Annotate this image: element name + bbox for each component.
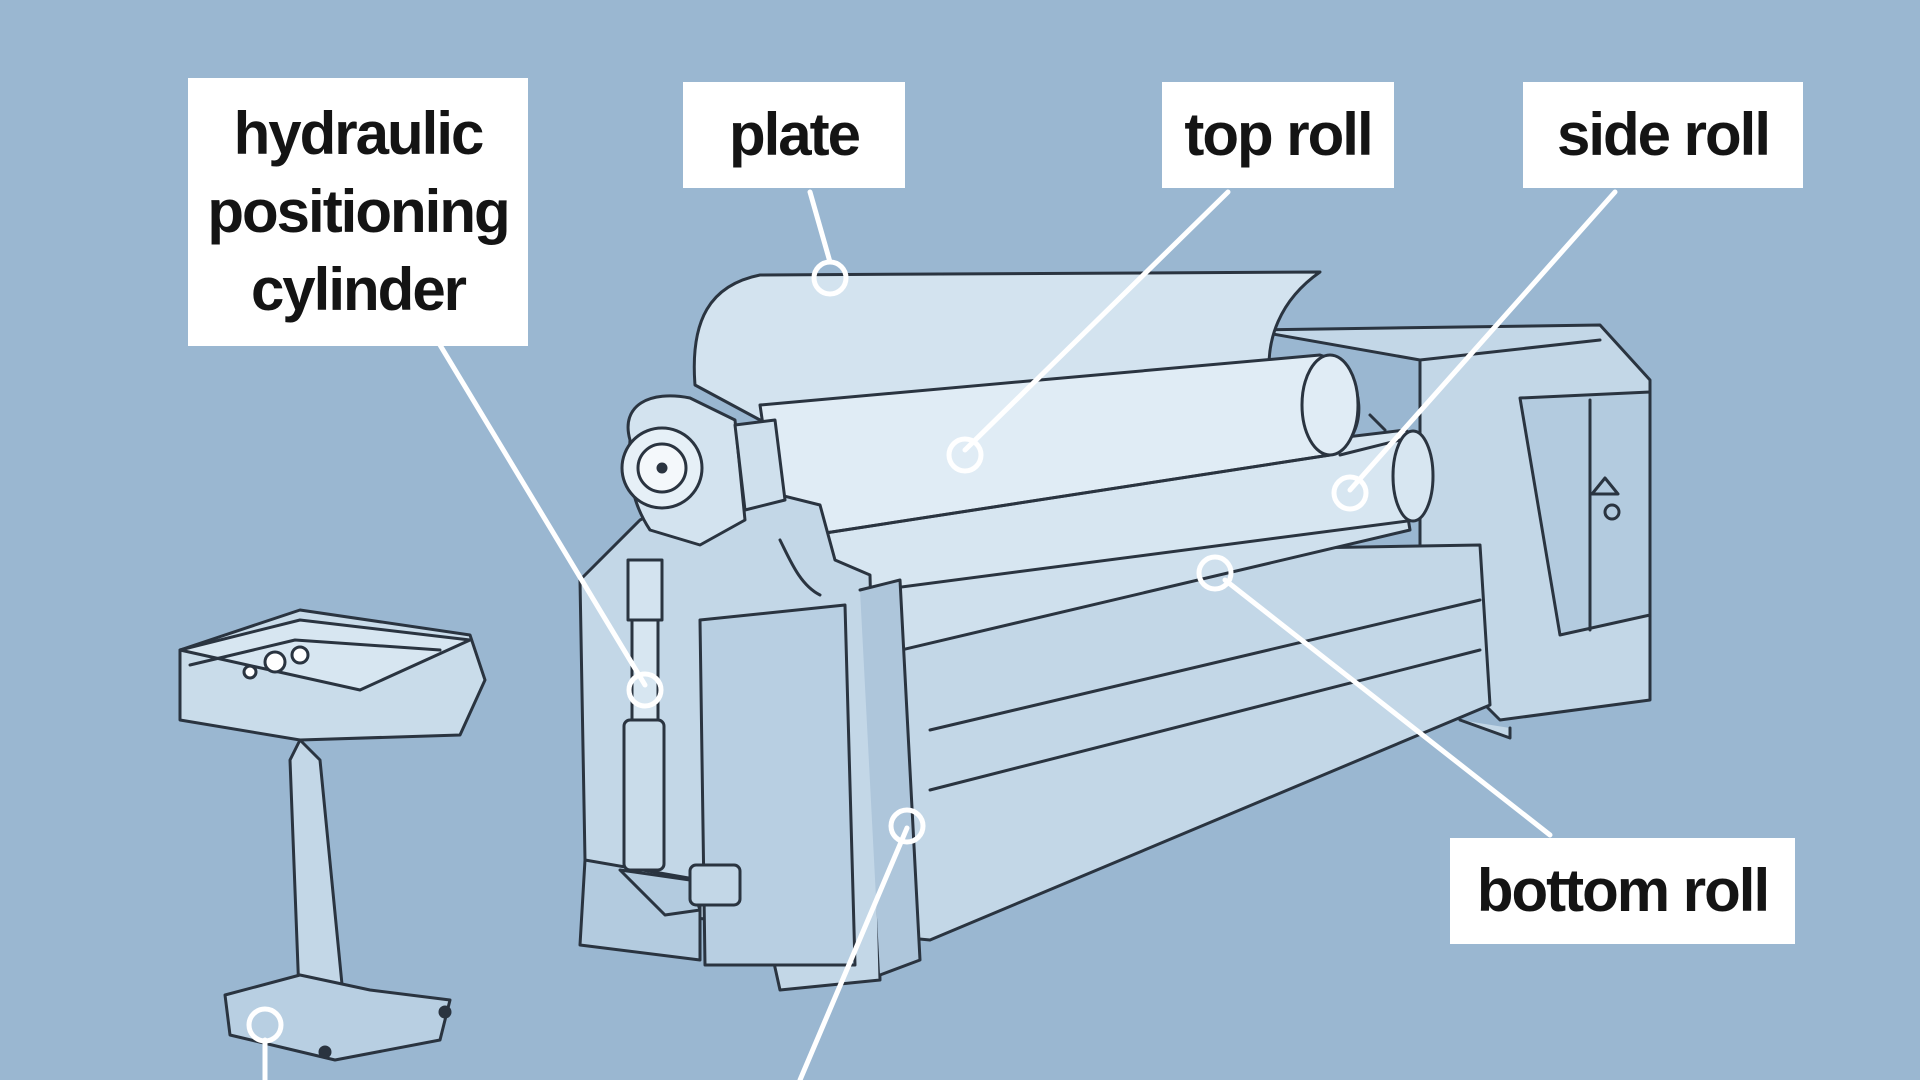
label-top-roll-text: top roll xyxy=(1184,101,1373,168)
marker-top-roll-icon xyxy=(946,436,984,474)
label-hydraulic-line-3: cylinder xyxy=(250,256,467,323)
leader-line-top-roll xyxy=(962,189,1231,453)
label-side-roll: side roll xyxy=(1523,82,1803,188)
label-hydraulic-line-2: positioning xyxy=(207,178,510,245)
leader-line-bottom-roll xyxy=(1222,577,1553,838)
marker-plate-icon xyxy=(811,259,849,297)
plate-bending-machine-illustration xyxy=(578,270,1652,992)
leader-line-frame xyxy=(797,825,910,1080)
marker-bottom-roll-icon xyxy=(1196,554,1234,592)
label-bottom-roll-text: bottom roll xyxy=(1476,857,1770,924)
leader-line-plate xyxy=(807,189,833,265)
label-plate-text: plate xyxy=(728,101,861,168)
marker-console-icon xyxy=(246,1006,284,1044)
label-bottom-roll: bottom roll xyxy=(1450,838,1795,944)
leader-lines xyxy=(262,189,1618,1080)
leader-line-hydraulic xyxy=(437,342,648,688)
control-console-illustration xyxy=(178,608,487,1062)
label-plate: plate xyxy=(683,82,905,188)
label-hydraulic-positioning-cylinder: hydraulic positioning cylinder xyxy=(188,78,528,346)
label-side-roll-text: side roll xyxy=(1556,101,1771,168)
marker-side-roll-icon xyxy=(1331,474,1369,512)
label-hydraulic-line-1: hydraulic xyxy=(233,100,485,167)
marker-frame-icon xyxy=(888,807,926,845)
marker-hydraulic-icon xyxy=(626,671,664,709)
label-top-roll: top roll xyxy=(1162,82,1394,188)
leader-line-circle-markers xyxy=(246,259,1369,1044)
leader-line-side-roll xyxy=(1347,189,1618,493)
